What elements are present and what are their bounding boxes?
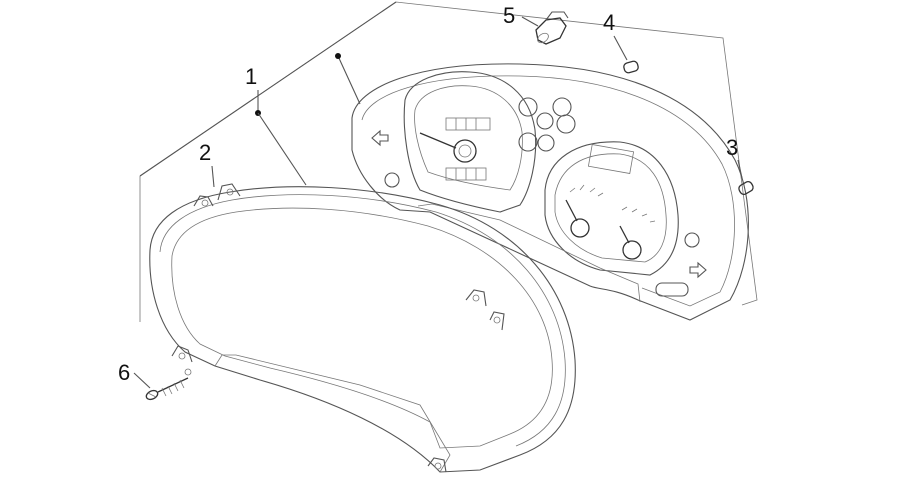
right-turn-arrow-icon [689,261,707,279]
mounting-tab [171,345,193,363]
callout-3: 3 [726,135,739,160]
warning-lamp [537,134,555,152]
left-turn-arrow-icon [371,129,389,147]
fuel-gauge-hub [570,218,590,238]
reset-button [655,282,689,297]
callout-2: 2 [199,140,212,165]
small-bulb [738,180,754,196]
fuel-gauge-needle [565,199,578,222]
callout-6: 6 [118,360,131,385]
front-lens-bezel [149,183,576,473]
instrument-cluster-body [351,63,749,321]
adjust-knob [384,172,400,188]
temp-gauge-needle [619,225,630,244]
lcd-display [587,144,635,174]
callout-1: 1 [245,64,258,89]
temp-gauge-hub [622,240,642,260]
mounting-tab [427,457,447,473]
bulb [623,60,639,74]
speedometer-housing [403,71,537,213]
speedometer-hub [453,139,477,163]
callout-4: 4 [603,10,616,35]
warning-lamp [518,97,538,117]
adjust-knob [684,232,700,248]
callout-5: 5 [503,3,516,28]
mounting-tab [465,289,505,331]
warning-lamp [556,114,576,134]
mounting-tab [193,183,241,207]
warning-lamp [518,132,538,152]
warning-lamp [552,97,572,117]
warning-lamp [536,112,554,130]
odometer-display-top [445,117,491,131]
screw [145,368,192,401]
group-frame-top [139,1,758,306]
leader-lines [133,1,743,389]
speedometer-needle [419,132,457,149]
secondary-gauge-housing [544,141,679,276]
bulb-socket [535,11,569,45]
